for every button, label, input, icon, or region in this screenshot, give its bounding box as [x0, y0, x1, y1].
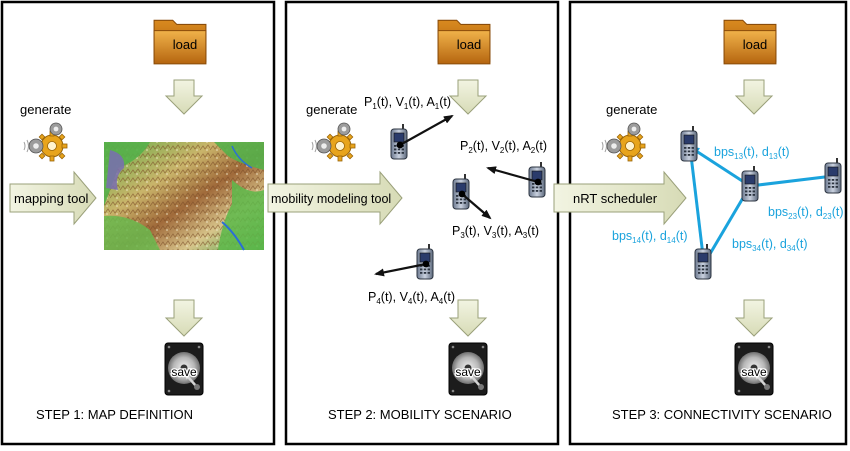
generate-label: generate	[20, 102, 71, 117]
save-label: save	[171, 365, 197, 379]
mapping-tool-label: mapping tool	[14, 191, 89, 206]
save-label: save	[741, 365, 767, 379]
link-23-label: bps23(t), d23(t)	[768, 205, 844, 221]
node-1-label: P1(t), V1(t), A1(t)	[364, 95, 451, 111]
mobile-node-1: P1(t), V1(t), A1(t)	[364, 95, 454, 160]
node-3-label: P3(t), V3(t), A3(t)	[452, 224, 539, 240]
nrt-scheduler-label: nRT scheduler	[573, 191, 658, 206]
phone-icon	[824, 158, 842, 194]
step-2-caption: STEP 2: MOBILITY SCENARIO	[328, 407, 512, 422]
nrt-scheduler-arrow	[553, 170, 687, 226]
down-arrow-save	[164, 299, 204, 337]
node-4-label: P4(t), V4(t), A4(t)	[368, 290, 455, 306]
save-label: save	[455, 365, 481, 379]
terrain-map-image	[104, 142, 264, 251]
mobility-modeling-tool-arrow	[267, 170, 403, 226]
mobile-node-2: P2(t), V2(t), A2(t)	[460, 139, 547, 198]
link-14-label: bps14(t), d14(t)	[612, 229, 688, 245]
step-1-caption: STEP 1: MAP DEFINITION	[36, 407, 193, 422]
phone-icon	[694, 244, 712, 280]
generate-label: generate	[306, 102, 357, 117]
generate-label: generate	[606, 102, 657, 117]
down-arrow-save	[734, 299, 774, 337]
node-2-label: P2(t), V2(t), A2(t)	[460, 139, 547, 155]
step-3-caption: STEP 3: CONNECTIVITY SCENARIO	[612, 407, 832, 422]
down-arrow-save	[448, 299, 488, 337]
phone-icon	[741, 166, 759, 202]
down-arrow-load	[164, 79, 204, 115]
load-label: load	[743, 37, 768, 52]
panel-frame	[284, 0, 560, 446]
mobility-modeling-tool-label: mobility modeling tool	[271, 192, 391, 206]
link-34-label: bps34(t), d34(t)	[732, 237, 808, 253]
load-label: load	[173, 37, 198, 52]
link-13-label: bps13(t), d13(t)	[714, 145, 790, 161]
mobile-node-4: P4(t), V4(t), A4(t)	[368, 244, 455, 306]
step-2-panel: load generate mobility modeling tool P1(…	[267, 0, 560, 446]
down-arrow-load	[734, 79, 774, 115]
step-3-panel: load generate nRT scheduler bps13(t), d1…	[553, 0, 848, 446]
load-label: load	[457, 37, 482, 52]
phone-icon	[680, 126, 698, 162]
panel-frame	[568, 0, 848, 446]
mobile-node-3: P3(t), V3(t), A3(t)	[452, 174, 539, 240]
down-arrow-load	[448, 79, 488, 115]
step-1-panel: load generate mapping tool save STEP 1: …	[0, 0, 276, 446]
mapping-tool-arrow	[9, 170, 97, 226]
